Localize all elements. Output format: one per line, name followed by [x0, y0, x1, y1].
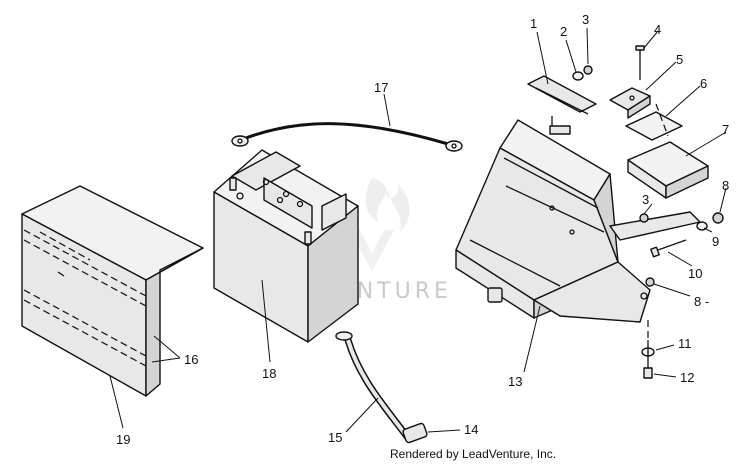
callout-19: 19: [116, 432, 130, 447]
bracket-part-5: [609, 87, 651, 119]
battery-cable-part-17: [231, 122, 463, 152]
render-credit: Rendered by LeadVenture, Inc.: [390, 447, 556, 461]
callout-18: 18: [262, 366, 276, 381]
callout-2: 2: [560, 24, 567, 39]
bolt-part-10: [650, 239, 687, 258]
watermark-logo-icon: [350, 178, 410, 272]
washer-part-2: [572, 71, 584, 81]
callout-12: 12: [680, 370, 694, 385]
callout-8-lower: 8 -: [694, 294, 709, 309]
callout-15: 15: [328, 430, 342, 445]
battery-shield-part-19: [21, 185, 204, 397]
callout-6: 6: [700, 76, 707, 91]
leader-lines: [109, 27, 727, 433]
callout-7: 7: [722, 122, 729, 137]
nut-part-3-lower: [639, 213, 649, 223]
fuse-box-part-7: [627, 141, 709, 199]
bolt-part-4: [635, 45, 645, 80]
callout-1: 1: [530, 16, 537, 31]
callout-3: 3: [582, 12, 589, 27]
hose-elbow-part-14: [402, 422, 428, 444]
callout-10: 10: [688, 266, 702, 281]
callout-4: 4: [654, 22, 661, 37]
nut-part-8: [712, 212, 724, 224]
callout-9: 9: [712, 234, 719, 249]
callout-11: 11: [678, 336, 692, 351]
bolt-part-12: [643, 340, 653, 379]
nut-part-3: [583, 65, 593, 75]
callout-16: 16: [184, 352, 198, 367]
callout-13: 13: [508, 374, 522, 389]
callout-14: 14: [464, 422, 478, 437]
battery-box-part-13: [455, 119, 701, 323]
callout-17: 17: [374, 80, 388, 95]
callout-3-lower: 3: [642, 192, 649, 207]
pad-part-6: [625, 103, 683, 141]
vent-hose-part-15: [335, 331, 412, 442]
nut-part-8-lower: [645, 277, 655, 287]
hold-down-strap-part-1: [527, 75, 597, 135]
callout-8: 8: [722, 178, 729, 193]
callout-5: 5: [676, 52, 683, 67]
battery-part-18: [213, 149, 359, 343]
